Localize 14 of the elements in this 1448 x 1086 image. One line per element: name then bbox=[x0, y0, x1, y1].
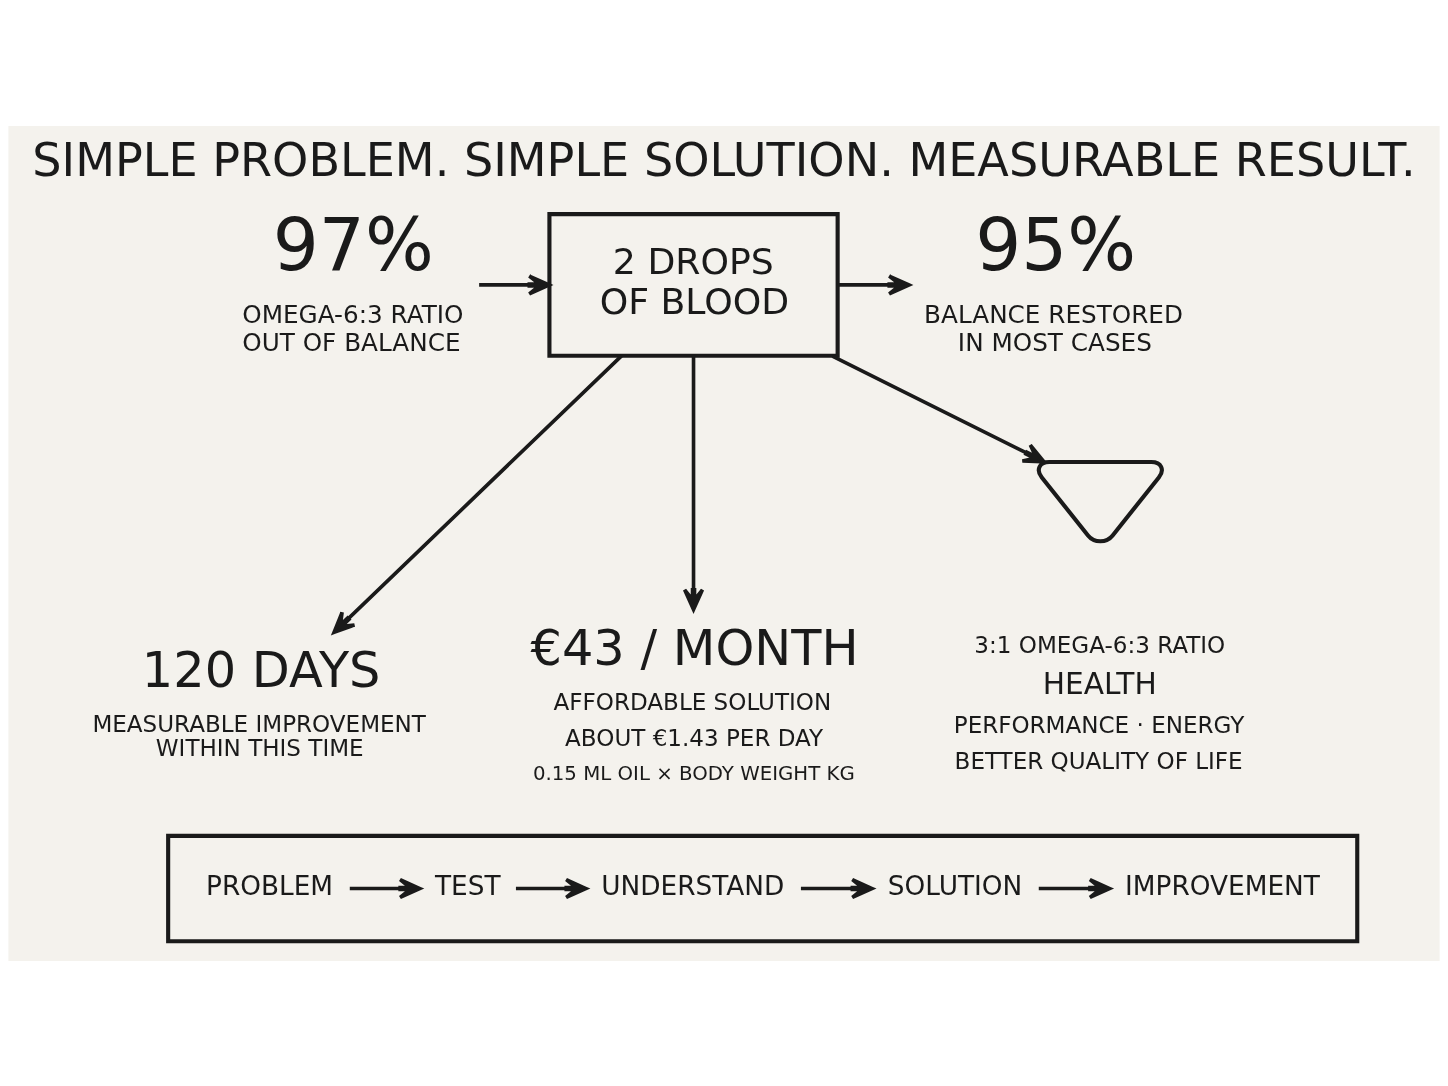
node-label: BETTER QUALITY OF LIFE bbox=[954, 747, 1243, 774]
node-label: HEALTH bbox=[1042, 665, 1157, 701]
node-text: €43 / MONTH AFFORDABLE SOLUTION ABOUT €1.43 PER DAY 0.15 ML OIL × BODY WEIGHT KG bbox=[530, 618, 859, 785]
node-label: 3:1 OMEGA-6:3 RATIO bbox=[974, 631, 1226, 658]
node-label: PERFORMANCE · ENERGY bbox=[953, 711, 1245, 738]
node-text: PROBLEM bbox=[206, 870, 334, 901]
node-text: SOLUTION bbox=[887, 870, 1023, 901]
diagram-title: SIMPLE PROBLEM. SIMPLE SOLUTION. MEASURABLE RESULT. bbox=[32, 132, 1416, 187]
node-text: 97% OMEGA-6:3 RATIO OUT OF BALANCE bbox=[242, 202, 464, 357]
node-text: IMPROVEMENT bbox=[1125, 870, 1320, 901]
node-text: 120 DAYS MEASURABLE IMPROVEMENT WITHIN THIS TIME bbox=[92, 640, 426, 761]
node-text: TEST bbox=[434, 870, 501, 901]
node-text: 95% BALANCE RESTORED IN MOST CASES bbox=[924, 202, 1183, 357]
node-text: UNDERSTAND bbox=[601, 870, 785, 901]
